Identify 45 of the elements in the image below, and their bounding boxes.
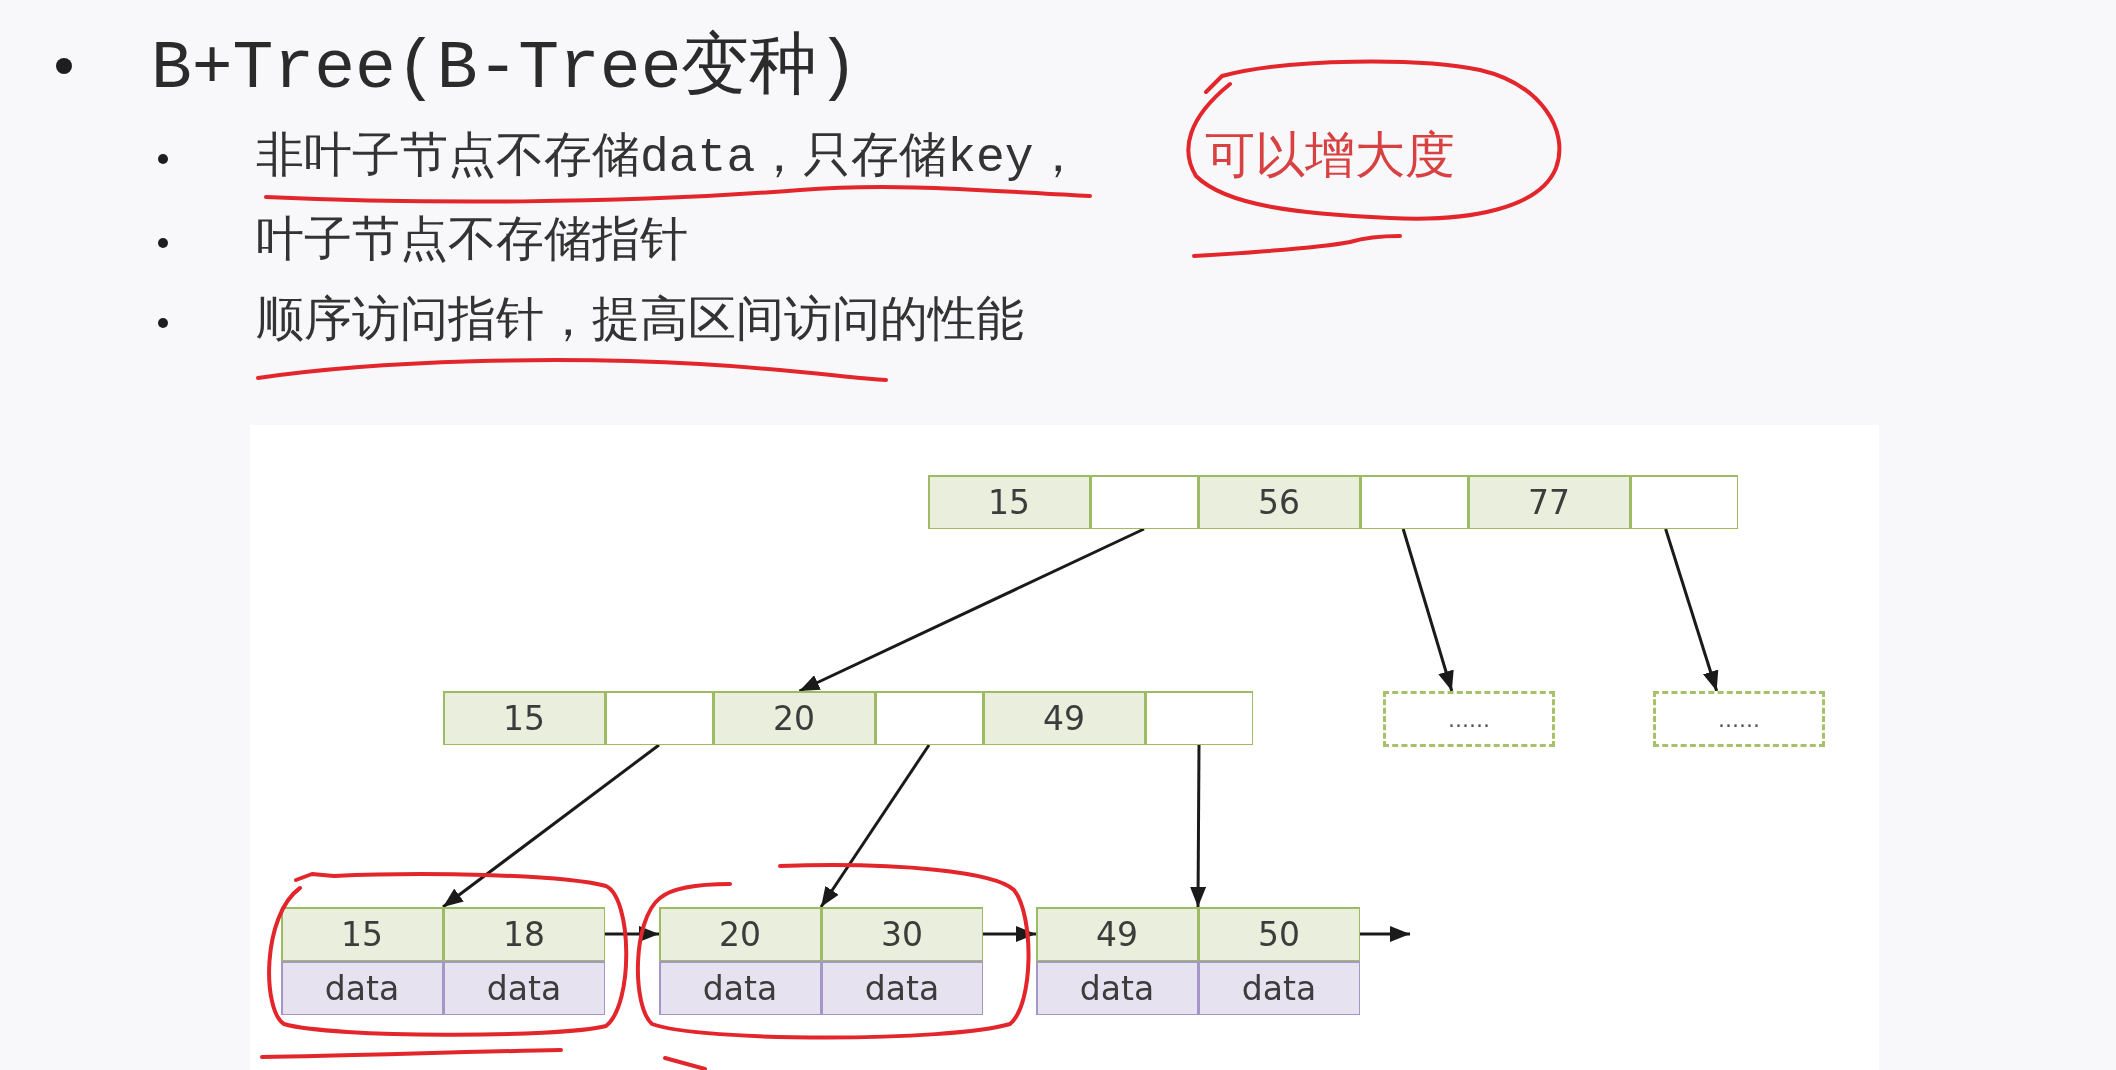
key-cell: 15 [282,908,442,960]
arrow [1190,745,1207,907]
key-cell: 49 [1037,908,1197,960]
leaf-node [659,907,983,1015]
index-node [443,691,1253,745]
key-cell: 20 [660,908,820,960]
placeholder-node: ...... [1653,691,1825,747]
pointer-cell [1091,476,1197,528]
data-cell: data [282,962,442,1014]
arrow [605,926,659,942]
arrow [798,527,1145,693]
key-cell: 56 [1199,476,1359,528]
pointer-cell [1146,692,1252,744]
bullet-text: 叶子节点不存储指针 [256,215,688,271]
key-cell: 20 [714,692,874,744]
heading: B+Tree(B-Tree变种) [151,30,859,109]
arrow [1360,926,1410,942]
pointer-cell [606,692,712,744]
index-node [928,475,1738,529]
data-cell: data [1199,962,1359,1014]
arrow [1401,528,1454,692]
data-cell: data [444,962,604,1014]
pointer-cell [876,692,982,744]
key-cell: 15 [929,476,1089,528]
key-cell: 49 [984,692,1144,744]
key-cell: 77 [1469,476,1629,528]
arrow [983,926,1036,942]
leaf-node [1036,907,1360,1015]
arrow [1664,528,1719,692]
pointer-cell [1361,476,1467,528]
data-cell: data [822,962,982,1014]
arrow [442,743,660,909]
placeholder-node: ...... [1383,691,1555,747]
bullet-text: 顺序访问指针，提高区间访问的性能 [256,295,1024,351]
data-cell: data [1037,962,1197,1014]
key-cell: 15 [444,692,604,744]
annotation-text: 可以增大度 [1205,130,1455,188]
arrow [819,744,931,908]
leaf-node [281,907,605,1015]
key-cell: 50 [1199,908,1359,960]
bullet-text: 非叶子节点不存储data，只存储key， [256,131,1082,187]
data-cell: data [660,962,820,1014]
key-cell: 30 [822,908,982,960]
key-cell: 18 [444,908,604,960]
pointer-cell [1631,476,1737,528]
